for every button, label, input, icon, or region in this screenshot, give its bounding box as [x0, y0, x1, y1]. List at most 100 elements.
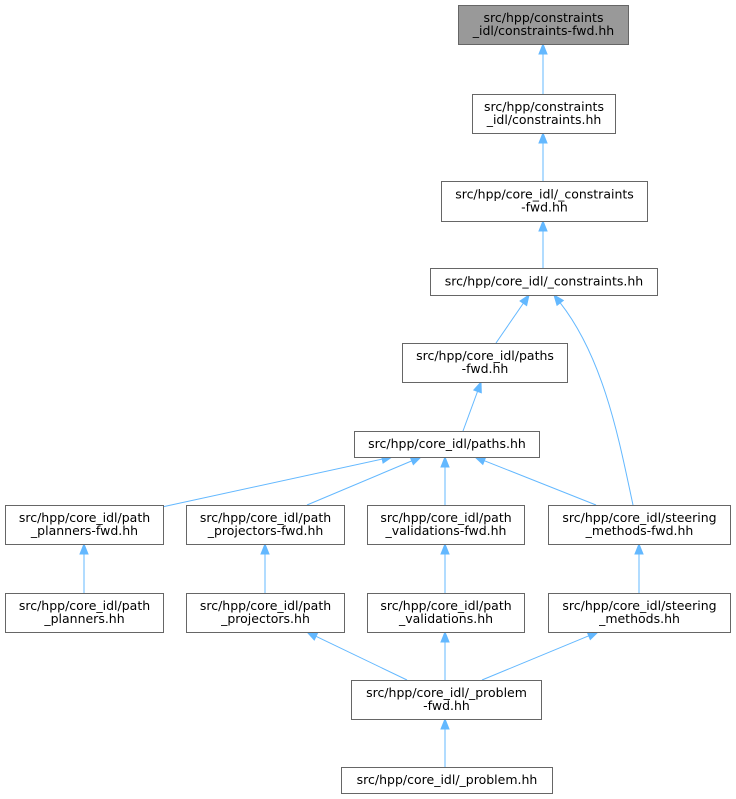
arrowhead: [472, 380, 482, 394]
file-node-n9[interactable]: src/hpp/core_idl/steering_methods-fwd.hh: [548, 505, 731, 545]
node-box: [186, 505, 345, 545]
node-box: [367, 505, 525, 545]
file-node-n11[interactable]: src/hpp/core_idl/path_projectors.hh: [186, 593, 345, 633]
node-box: [354, 431, 540, 458]
node-label-line: -fwd.hh: [521, 200, 568, 215]
node-label-line: _methods-fwd.hh: [585, 523, 694, 538]
file-node-n8[interactable]: src/hpp/core_idl/path_validations-fwd.hh: [367, 505, 525, 545]
arrowhead: [634, 542, 644, 555]
edge-n3-to-n2: [538, 219, 548, 268]
node-label-line: _validations-fwd.hh: [385, 523, 507, 538]
node-label-line: -fwd.hh: [462, 361, 509, 376]
edge-line: [559, 302, 634, 506]
node-label-line: _methods.hh: [598, 611, 680, 626]
file-node-n10[interactable]: src/hpp/core_idl/path_planners.hh: [5, 593, 164, 633]
node-label-line: src/hpp/core_idl/path: [380, 510, 511, 525]
node-label-line: src/hpp/core_idl/steering: [562, 598, 716, 613]
edge-n5-to-n4: [462, 380, 482, 432]
edge-n10-to-n6: [79, 542, 89, 593]
node-box: [351, 680, 542, 720]
node-box: [367, 593, 525, 633]
edge-n14-to-n12: [440, 630, 450, 680]
file-node-n5[interactable]: src/hpp/core_idl/paths.hh: [354, 431, 540, 458]
node-label-line: -fwd.hh: [423, 698, 470, 713]
arrowhead: [260, 542, 270, 555]
arrowhead: [538, 131, 548, 144]
arrowhead: [409, 456, 423, 466]
arrowhead: [473, 456, 487, 466]
node-label-line: src/hpp/core_idl/path: [19, 510, 150, 525]
node-label-line: src/hpp/core_idl/path: [200, 598, 331, 613]
node-box: [5, 505, 164, 545]
node-label-line: src/hpp/core_idl/_problem: [366, 685, 527, 700]
node-label-line: _projectors-fwd.hh: [207, 523, 324, 538]
node-layer: src/hpp/constraints_idl/constraints-fwd.…: [5, 5, 731, 794]
edge-line: [161, 458, 383, 508]
file-node-n15[interactable]: src/hpp/core_idl/_problem.hh: [341, 767, 553, 794]
edge-n1-to-n0: [538, 42, 548, 94]
node-label-line: src/hpp/core_idl/path: [19, 598, 150, 613]
node-label-line: src/hpp/core_idl/paths.hh: [368, 436, 526, 451]
edge-n9-to-n5: [473, 456, 597, 506]
file-node-n3[interactable]: src/hpp/core_idl/_constraints.hh: [430, 268, 658, 296]
edge-line: [315, 635, 408, 681]
edge-n14-to-n13: [481, 631, 600, 681]
file-node-n14[interactable]: src/hpp/core_idl/_problem-fwd.hh: [351, 680, 542, 720]
edge-n8-to-n5: [440, 455, 450, 505]
edge-n4-to-n3: [495, 293, 530, 344]
file-node-n2[interactable]: src/hpp/core_idl/_constraints-fwd.hh: [441, 181, 648, 222]
arrowhead: [305, 631, 319, 641]
arrowhead: [79, 542, 89, 555]
arrowhead: [519, 293, 530, 307]
file-node-n4[interactable]: src/hpp/core_idl/paths-fwd.hh: [402, 343, 568, 383]
edge-n13-to-n9: [634, 542, 644, 593]
edge-line: [495, 302, 524, 344]
node-label-line: src/hpp/core_idl/path: [200, 510, 331, 525]
file-node-n1[interactable]: src/hpp/constraints_idl/constraints.hh: [472, 94, 616, 134]
node-label-line: src/hpp/core_idl/path: [380, 598, 511, 613]
edge-n2-to-n1: [538, 131, 548, 181]
arrowhead: [538, 219, 548, 232]
node-box: [458, 5, 629, 45]
file-node-n7[interactable]: src/hpp/core_idl/path_projectors-fwd.hh: [186, 505, 345, 545]
edge-n14-to-n11: [305, 631, 408, 681]
node-label-line: _idl/constraints.hh: [486, 112, 602, 127]
arrowhead: [440, 455, 450, 468]
node-box: [5, 593, 164, 633]
node-label-line: src/hpp/core_idl/_constraints.hh: [445, 274, 643, 289]
node-box: [402, 343, 568, 383]
file-node-n13[interactable]: src/hpp/core_idl/steering_methods.hh: [548, 593, 731, 633]
edge-line: [484, 460, 597, 506]
edge-n11-to-n7: [260, 542, 270, 593]
node-label-line: src/hpp/core_idl/_problem.hh: [357, 772, 538, 787]
file-node-n6[interactable]: src/hpp/core_idl/path_planners-fwd.hh: [5, 505, 164, 545]
file-node-n0[interactable]: src/hpp/constraints_idl/constraints-fwd.…: [458, 5, 629, 45]
node-box: [430, 268, 658, 296]
node-box: [548, 593, 731, 633]
edge-n7-to-n5: [306, 456, 423, 506]
node-label-line: src/hpp/constraints: [484, 10, 604, 25]
node-box: [441, 181, 648, 222]
edge-layer: [79, 42, 644, 767]
arrowhead: [586, 631, 600, 641]
node-label-line: _planners-fwd.hh: [30, 523, 138, 538]
arrowhead: [440, 630, 450, 643]
node-box: [472, 94, 616, 134]
edge-n15-to-n14: [440, 717, 450, 767]
node-box: [341, 767, 553, 794]
node-label-line: src/hpp/constraints: [484, 99, 604, 114]
node-label-line: src/hpp/core_idl/_constraints: [455, 187, 634, 202]
edge-n9-to-n3: [553, 293, 634, 506]
node-box: [186, 593, 345, 633]
node-label-line: src/hpp/core_idl/steering: [562, 510, 716, 525]
edge-n12-to-n8: [440, 542, 450, 593]
file-node-n12[interactable]: src/hpp/core_idl/path_validations.hh: [367, 593, 525, 633]
node-label-line: _planners.hh: [43, 611, 124, 626]
edge-n6-to-n5: [161, 454, 394, 508]
arrowhead: [538, 42, 548, 55]
edge-line: [481, 635, 589, 681]
node-label-line: _validations.hh: [398, 611, 493, 626]
node-label-line: _projectors.hh: [220, 611, 310, 626]
node-box: [548, 505, 731, 545]
